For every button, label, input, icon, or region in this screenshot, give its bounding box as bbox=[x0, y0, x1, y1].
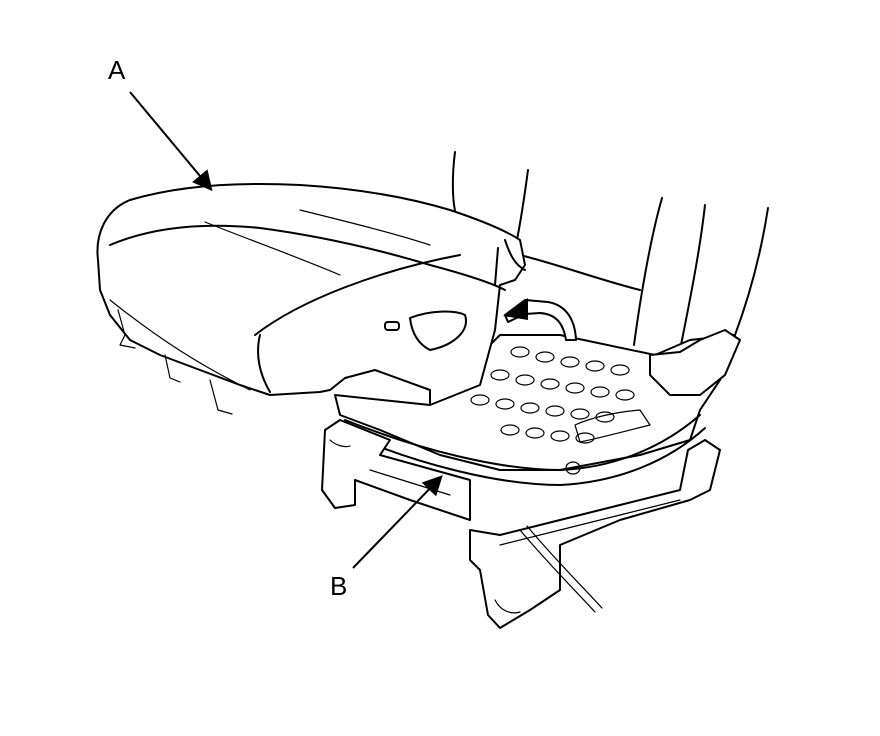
callout-a-leader bbox=[129, 91, 213, 192]
callout-b-label: B bbox=[330, 571, 348, 601]
removal-direction-arrow bbox=[503, 298, 577, 341]
seat-springs bbox=[470, 346, 635, 444]
callout-b-leader bbox=[352, 475, 443, 569]
callout-a-label: A bbox=[108, 55, 126, 85]
seat-back bbox=[451, 151, 769, 351]
seat-cushion bbox=[96, 182, 526, 415]
seat-frame bbox=[321, 329, 741, 629]
